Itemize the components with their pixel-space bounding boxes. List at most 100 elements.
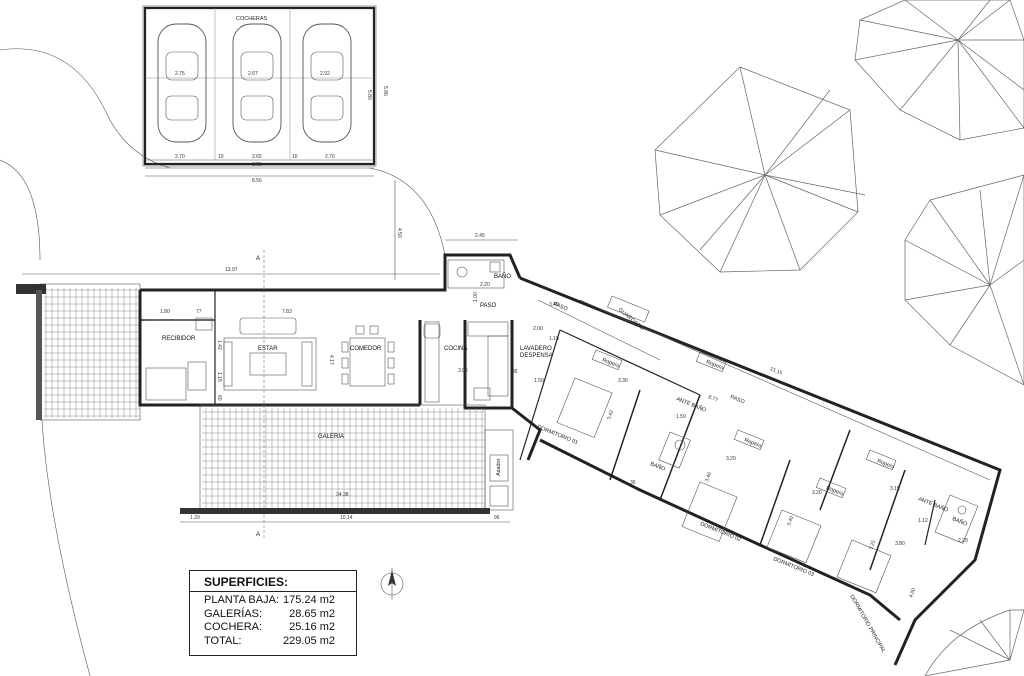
summary-label: PLANTA BAJA: [204,594,279,606]
car-icon [302,23,352,143]
section-mark: A [256,532,260,538]
dim: 8.56 [252,178,262,184]
dim: 3.80 [895,541,905,547]
room-label-ante-bano: ANTE BAÑO [675,395,708,414]
dim: 3.40 [549,302,559,308]
tree-right-2 [854,0,1024,141]
car-icon [232,23,282,143]
dim: 2.70 [175,154,185,160]
garage: COCHERAS 2.75 2.67 2.92 2.70 10 2.65 10 … [142,5,388,184]
dim: 1.59 [676,414,686,420]
dim: 1.80 [160,309,170,315]
dim: 10.14 [340,515,353,521]
dim: 36 [630,480,636,486]
dim: 7.83 [282,309,292,315]
summary-value: 175.24 m2 [283,594,335,606]
room-label-paso: PASO [480,303,497,309]
dim: 35 [512,369,518,375]
closet-label: Ropero [601,357,620,369]
tree-right-3 [904,174,1024,386]
summary-row: TOTAL: 229.05 m2 [204,635,335,649]
dim: 4.50 [396,228,402,238]
dim: 1.42 [216,340,222,350]
area-summary-table: SUPERFICIES: PLANTA BAJA: 175.24 m2 GALE… [189,570,357,656]
summary-value: 28.65 m2 [289,607,335,620]
car-icon [157,23,207,143]
summary-row: GALERÍAS: 28.65 m2 [204,608,335,622]
room-label-estar: ESTAR [258,346,278,352]
dim: 2.20 [480,282,490,288]
room-label-recibidor: RECIBIDOR [162,336,196,342]
closet-label: Ropero [825,485,844,497]
dim: 1.00 [473,292,479,302]
dim: 60 [216,395,222,401]
dim: 10 [218,154,224,160]
tree-bottom-right [924,609,1024,676]
dim: 5.80 [366,90,372,100]
left-terrace [16,283,141,421]
tree-right-1 [654,66,866,273]
closet-label: Ropero [705,359,724,371]
dim: 8.25 [252,162,262,168]
dim: 10 [292,154,298,160]
room-label-lavadero: LAVADERO [520,346,552,352]
room-label-ante-bano: ANTE BAÑO [917,495,950,514]
north-arrow-icon [380,568,404,600]
dim: 3.06 [458,368,468,374]
dim: 3.20 [812,490,822,496]
dim: 13.97 [225,267,238,273]
label-asador: Asador [496,458,502,476]
room-label-comedor: COMEDOR [350,346,382,352]
dim: 2.29 [958,538,968,544]
dim: 2.00 [533,326,543,332]
closet-label: Ropero [876,458,895,470]
bedroom-wing: PASO PASO GUARDADO DORMITORIO 01 DORMITO… [511,276,1002,666]
dim: 3.20 [726,456,736,462]
dim: 8.77 [707,394,718,403]
dim: 2.65 [252,154,262,160]
room-label-paso: PASO [729,394,746,405]
room-label-despensa: DESPENSA [520,353,553,359]
dim: 3.40 [786,515,795,526]
dim: 2.92 [320,71,330,77]
gallery: GALERIA Asador 34.38 1.29 10.14 96 [180,404,514,523]
room-label-bano: BAÑO [494,273,511,280]
summary-row: COCHERA: 25.16 m2 [204,621,335,635]
dim: 96 [494,515,500,521]
dim: 3.40 [704,471,713,482]
dim: 1.15 [216,372,222,382]
dim: 3.25 [868,539,877,550]
dim: 3.15 [890,486,900,492]
dim: 1.29 [190,515,200,521]
dim: 2.67 [248,71,258,77]
summary-label: GALERÍAS: [204,607,263,620]
main-house: A A ESTAR COMEDOR COCINA LAVADERO DESPEN… [138,250,559,540]
dim: 3.30 [618,378,628,384]
summary-rows: PLANTA BAJA: 175.24 m2 GALERÍAS: 28.65 m… [204,594,335,648]
room-label-cocina: COCINA [444,346,467,352]
summary-value: 25.16 m2 [289,621,335,633]
summary-label: TOTAL: [204,634,242,647]
dim: 4.00 [908,587,917,598]
dim: 1.18 [549,336,559,342]
dim: 21.15 [769,366,783,376]
closet-label: Ropero [743,437,762,449]
dim: 1.50 [534,378,544,384]
garage-title: COCHERAS [236,16,268,22]
room-label-galeria: GALERIA [318,434,344,440]
dim: 77 [196,309,202,315]
dim: 4.17 [328,355,334,365]
section-mark: A [256,256,260,262]
summary-title: SUPERFICIES: [204,575,289,589]
dim: 2.75 [175,71,185,77]
dim: 2.70 [325,154,335,160]
dim: 3.42 [606,409,615,420]
room-label-paso: PASO [552,301,569,312]
dim: 1.12 [918,518,928,524]
dim: 5.86 [382,86,388,96]
summary-label: COCHERA: [204,621,263,633]
dim: 2.45 [475,233,485,239]
summary-row: PLANTA BAJA: 175.24 m2 [204,594,335,608]
room-label-bano: BAÑO [951,515,969,528]
